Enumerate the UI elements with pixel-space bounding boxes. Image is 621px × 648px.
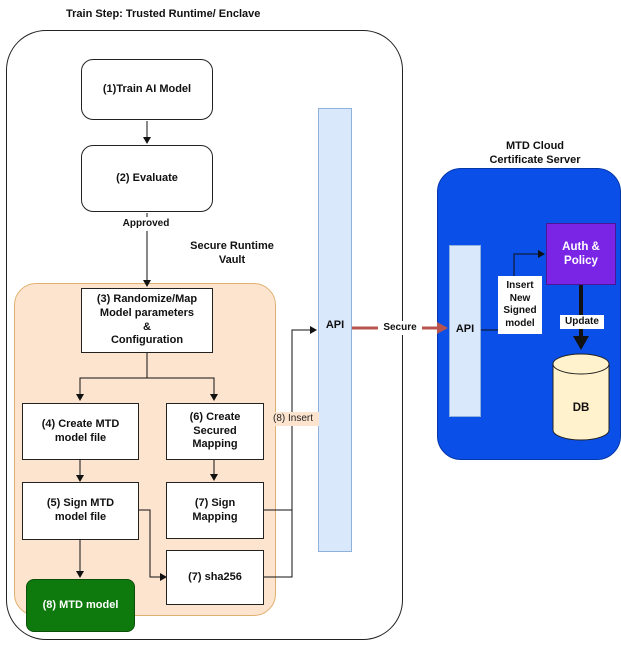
mtd-model-label: (8) MTD model <box>42 598 119 611</box>
create-secured-label: (6) Create Secured Mapping <box>189 410 241 451</box>
api-right-bar <box>449 245 481 417</box>
insert-new-label: Insert New Signed model <box>498 276 542 334</box>
auth-policy-box: Auth & Policy <box>546 223 616 285</box>
sign-mtd-label: (5) Sign MTD model file <box>46 497 115 523</box>
evaluate-label: (2) Evaluate <box>116 171 178 184</box>
arrow-auth-db-head <box>573 336 589 350</box>
db-cylinder <box>552 353 610 441</box>
diagram-title: Train Step: Trusted Runtime/ Enclave <box>66 8 261 20</box>
arrow-sha256-api <box>264 510 293 578</box>
arrow-randomize-split <box>76 353 148 401</box>
approved-label: Approved <box>114 217 178 231</box>
api-right-label: API <box>455 323 475 336</box>
sign-mtd-box: (5) Sign MTD model file <box>22 482 139 540</box>
sha256-box: (7) sha256 <box>166 550 264 605</box>
sign-mapping-label: (7) Sign Mapping <box>192 496 238 523</box>
create-secured-box: (6) Create Secured Mapping <box>166 403 264 460</box>
cloud-title: MTD Cloud Certificate Server <box>489 140 581 166</box>
vault-label: Secure Runtime Vault <box>190 240 274 266</box>
create-mtd-label: (4) Create MTD model file <box>41 417 120 444</box>
sha256-label: (7) sha256 <box>188 570 242 583</box>
db-label: DB <box>572 401 590 414</box>
arrow-randomize-secured <box>147 377 218 401</box>
api-left-bar <box>318 108 352 552</box>
sign-mapping-box: (7) Sign Mapping <box>166 482 264 539</box>
train-ai-model-box: (1)Train AI Model <box>81 59 213 120</box>
randomize-box: (3) Randomize/Map Model parameters & Con… <box>81 288 213 353</box>
evaluate-box: (2) Evaluate <box>81 145 213 212</box>
train-ai-model-label: (1)Train AI Model <box>102 82 192 95</box>
api-left-label: API <box>325 319 345 332</box>
create-mtd-box: (4) Create MTD model file <box>22 403 139 460</box>
auth-policy-label: Auth & Policy <box>562 240 600 267</box>
mtd-model-box: (8) MTD model <box>26 579 135 632</box>
update-label: Update <box>560 315 604 329</box>
insert8-label: (8) Insert <box>267 412 319 426</box>
secure-label: Secure <box>378 321 422 335</box>
arrow-sign-sha256 <box>138 509 167 581</box>
randomize-label: (3) Randomize/Map Model parameters & Con… <box>96 293 198 347</box>
